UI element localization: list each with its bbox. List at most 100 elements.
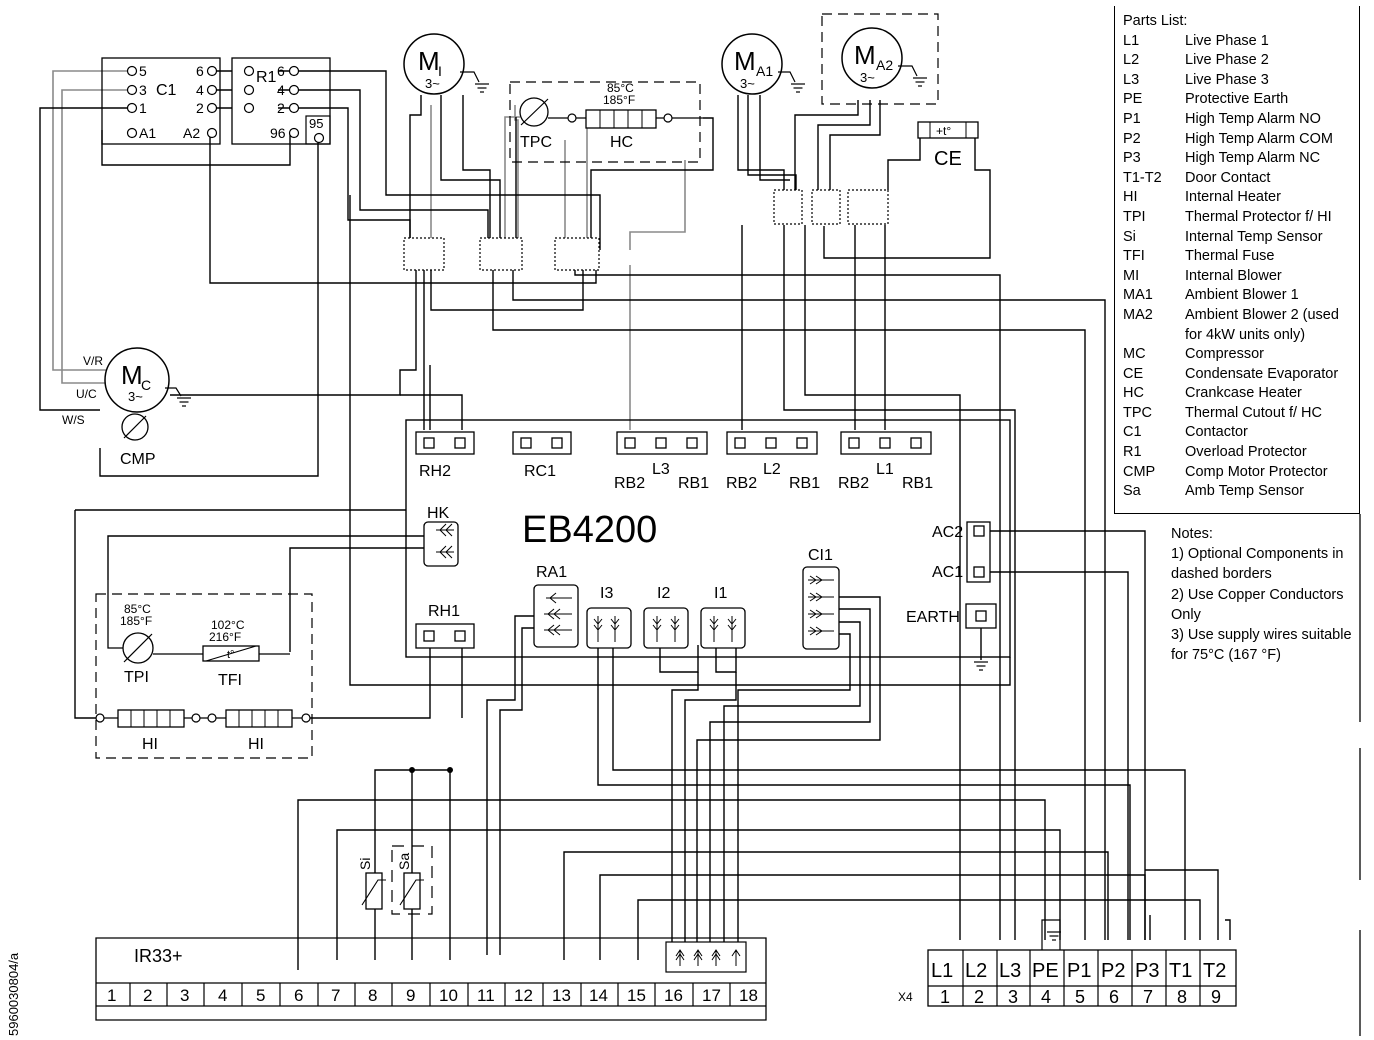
part-code: MA1 [1123, 287, 1153, 304]
x4-label: L1 [931, 960, 953, 982]
part-description: Comp Motor Protector [1185, 463, 1328, 480]
x4-terminal-block: X4 L1 L2 L3 PE P1 P2 P3 T1 T2 1 2 3 4 5 … [898, 919, 1237, 1007]
part-code: TPI [1123, 208, 1146, 225]
ir33-terminal-number: 4 [218, 986, 227, 1005]
ce-symbol: +t° [936, 124, 951, 138]
motor-ma1-sub: A1 [756, 63, 773, 79]
rb2-label: RB2 [614, 475, 645, 492]
tfi-temp-f: 216°F [209, 630, 241, 644]
r1-name: R1 [256, 69, 277, 86]
part-description: Internal Temp Sensor [1185, 228, 1323, 245]
ac2-label: AC2 [932, 524, 963, 541]
ir33-terminal-number: 5 [256, 986, 265, 1005]
motor-mi: M I 3~ [403, 33, 490, 95]
ir33-terminal-number: 18 [739, 986, 758, 1005]
part-description: Internal Heater [1185, 189, 1281, 206]
x4-label: T1 [1169, 960, 1192, 982]
tpc-label: TPC [520, 134, 552, 151]
motor-mc-letter: M [121, 360, 143, 390]
part-code: L2 [1123, 52, 1140, 69]
part-code: Si [1123, 228, 1136, 245]
hc-temp-f: 185°F [603, 93, 635, 107]
l2-label: L2 [763, 461, 781, 478]
document-id: 5960030804/a [6, 952, 21, 1036]
x4-number: 7 [1143, 987, 1153, 1007]
part-code: HI [1123, 189, 1138, 206]
part-description: Protective Earth [1185, 91, 1289, 108]
rc1-label: RC1 [524, 463, 556, 480]
x4-label: PE [1032, 960, 1059, 982]
part-description: Internal Blower [1185, 267, 1282, 284]
motor-mc-sub: C [141, 377, 151, 393]
ir33-terminal-number: 6 [294, 986, 303, 1005]
ir33-terminal-number: 2 [143, 986, 152, 1005]
part-code: CE [1123, 365, 1144, 382]
ir33-name: IR33+ [134, 946, 183, 966]
c1-name: C1 [156, 82, 177, 99]
tfi-label: TFI [218, 672, 242, 689]
rb2-label: RB2 [726, 475, 757, 492]
rb1-label: RB1 [678, 475, 709, 492]
sa-label: Sa [396, 853, 412, 870]
part-description: Thermal Cutout f/ HC [1185, 404, 1322, 421]
motor-mi-letter: M [418, 46, 440, 76]
x4-number: 6 [1109, 987, 1119, 1007]
ir33-terminal-number: 15 [627, 986, 646, 1005]
board-title: EB4200 [522, 509, 657, 551]
part-code: TFI [1123, 248, 1145, 265]
condensate-evaporator: +t° CE [917, 121, 979, 170]
l3-label: L3 [652, 461, 670, 478]
ce-label: CE [934, 148, 962, 170]
part-code: TPC [1123, 404, 1152, 421]
tpi-temp-f: 185°F [120, 614, 152, 628]
ra1-label: RA1 [536, 564, 567, 581]
c1-terminal-label: 2 [196, 100, 204, 116]
motor-ma1-letter: M [734, 46, 756, 76]
part-description: Thermal Fuse [1185, 248, 1275, 265]
c1-terminal-label: 5 [139, 63, 147, 79]
motor-ma2-sub: A2 [876, 57, 893, 73]
rh2-label: RH2 [419, 463, 451, 480]
part-code: C1 [1123, 424, 1142, 441]
cmp-label: CMP [120, 451, 156, 468]
rb1-label: RB1 [902, 475, 933, 492]
ir33-terminal-number: 12 [514, 986, 533, 1005]
part-code: L1 [1123, 32, 1140, 49]
part-description: Live Phase 3 [1185, 71, 1269, 88]
ac1-label: AC1 [932, 564, 963, 581]
ci1-label: CI1 [808, 547, 833, 564]
x4-label: T2 [1203, 960, 1226, 982]
tpi-temp-c: 85°C [124, 602, 151, 616]
parts-list-item: HI Internal Heater [1123, 188, 1359, 208]
part-code: HC [1123, 385, 1144, 402]
c1-terminal-label: A1 [139, 125, 156, 141]
x4-number: 4 [1041, 987, 1051, 1007]
r1-terminal-label: 96 [270, 125, 286, 141]
motor-ma2-letter: M [854, 40, 876, 70]
board-labels: RH2 RC1 RB2 L3 RB1 RB2 L2 RB1 RB2 L1 RB1… [419, 461, 963, 626]
part-description: Live Phase 2 [1185, 52, 1269, 69]
junction-dot [409, 767, 415, 773]
black-wires [39, 70, 1231, 970]
ir33-terminal-number: 7 [331, 986, 340, 1005]
parts-list-title: Parts List: [1123, 13, 1188, 29]
compressor-motor: M C 3~ V/R U/C W/S CMP [62, 347, 192, 468]
sensors: Si Sa [357, 845, 433, 915]
x4-label: L3 [999, 960, 1021, 982]
hc-temp-c: 85°C [607, 81, 634, 95]
motor-mc-phase: 3~ [128, 389, 143, 404]
lead-ws: W/S [62, 413, 85, 427]
r1-terminal-label: 4 [277, 82, 285, 98]
i2-label: I2 [657, 585, 670, 602]
part-description: Thermal Protector f/ HI [1185, 208, 1332, 225]
x4-label: L2 [965, 960, 987, 982]
